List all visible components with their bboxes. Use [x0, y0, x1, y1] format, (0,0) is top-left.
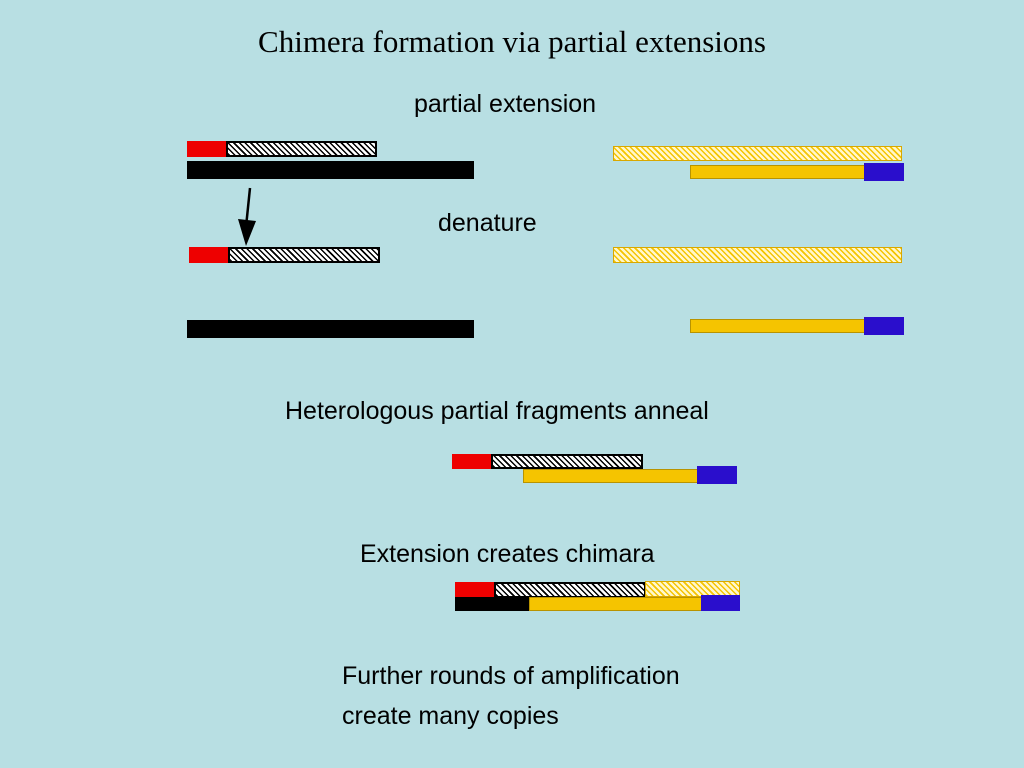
- extension-hatched-step1: [226, 141, 377, 157]
- template-gold-step3: [523, 469, 699, 483]
- primer-blue-step1: [864, 163, 904, 181]
- label-further-rounds: Further rounds of amplification: [342, 662, 680, 690]
- extension-gold-hatched-step1: [613, 146, 902, 161]
- primer-blue-step2: [864, 317, 904, 335]
- label-many-copies: create many copies: [342, 702, 559, 730]
- primer-red-step3: [452, 454, 493, 469]
- label-anneal: Heterologous partial fragments anneal: [285, 397, 709, 425]
- label-partial-extension: partial extension: [414, 90, 597, 118]
- extension-hatched-step4: [494, 582, 646, 598]
- primer-red-step1: [187, 141, 227, 157]
- primer-blue-step4: [701, 595, 740, 611]
- extension-hatched-step3: [491, 454, 643, 469]
- primer-blue-step3: [697, 466, 737, 484]
- label-denature: denature: [438, 209, 537, 237]
- chimera-gold-hatched-step4: [645, 581, 740, 597]
- slide-title: Chimera formation via partial extensions: [258, 24, 766, 59]
- template-black-step2: [187, 320, 474, 338]
- primer-red-step2: [189, 247, 230, 263]
- chimera-black-segment-step4: [455, 597, 530, 611]
- extension-gold-hatched-step2: [613, 247, 902, 263]
- extension-hatched-step2: [228, 247, 380, 263]
- template-gold-step4: [529, 597, 703, 611]
- primer-red-step4: [455, 582, 496, 598]
- label-extension: Extension creates chimara: [360, 540, 655, 568]
- template-black-step1: [187, 161, 474, 179]
- template-gold-step2: [690, 319, 866, 333]
